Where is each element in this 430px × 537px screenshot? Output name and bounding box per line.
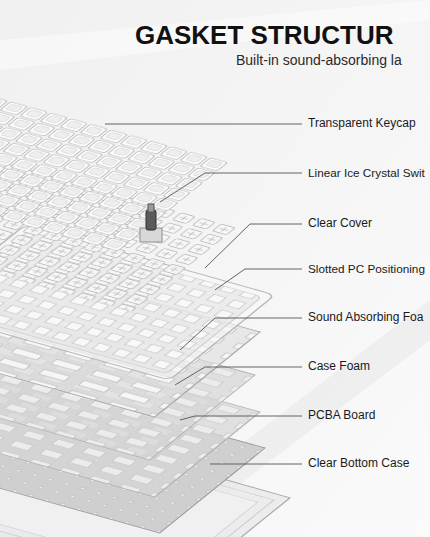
subtitle: Built-in sound-absorbing la (236, 52, 402, 68)
part-label: Slotted PC Positioning (308, 262, 425, 276)
part-label: Sound Absorbing Foa (308, 311, 423, 325)
part-label: Linear Ice Crystal Swit (308, 166, 425, 180)
part-label: PCBA Board (308, 409, 375, 423)
part-label: Clear Bottom Case (308, 457, 409, 471)
title: GASKET STRUCTUR (135, 21, 394, 51)
part-label: Transparent Keycap (308, 117, 416, 131)
part-label: Case Foam (308, 360, 370, 374)
part-label: Clear Cover (308, 217, 372, 231)
